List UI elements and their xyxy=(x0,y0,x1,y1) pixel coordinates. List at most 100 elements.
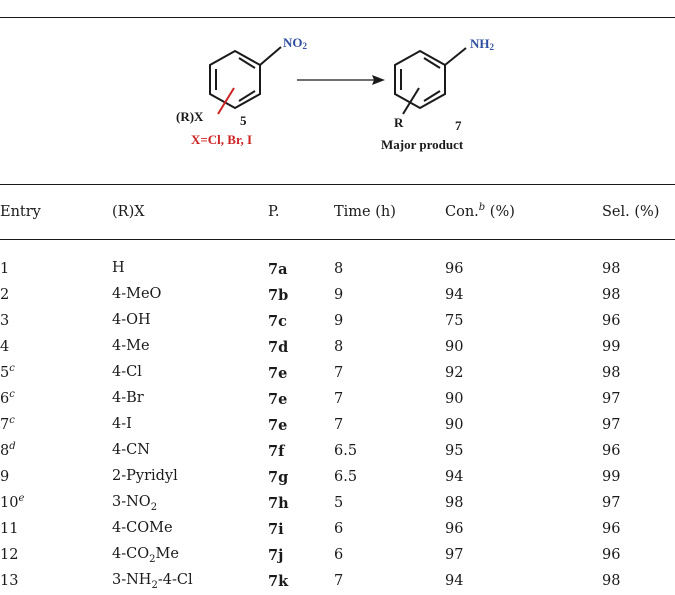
halogen-note: X=Cl, Br, I xyxy=(191,132,253,147)
header-entry: Entry xyxy=(0,204,41,220)
cell-conversion: 90 xyxy=(445,391,464,407)
cell-rx: H xyxy=(112,259,125,276)
header-selectivity: Sel. (%) xyxy=(602,204,660,220)
table-row: 12 4-CO2Me 7j 6 97 96 xyxy=(0,542,675,568)
cell-product: 7f xyxy=(268,442,285,460)
cell-entry: 8d xyxy=(0,441,16,460)
table-header-row: Entry (R)X P. Time (h) Con.b (%) Sel. (%… xyxy=(0,185,675,240)
cell-selectivity: 97 xyxy=(602,495,621,511)
product-number: 7 xyxy=(455,118,462,133)
cell-entry: 3 xyxy=(0,313,10,329)
cell-conversion: 92 xyxy=(445,365,464,381)
cell-rx: 2-Pyridyl xyxy=(112,467,178,484)
top-rule xyxy=(0,17,675,18)
cell-conversion: 96 xyxy=(445,521,464,537)
entry-footnote: c xyxy=(9,415,15,426)
product-amine-bond xyxy=(444,47,467,66)
cell-entry: 5c xyxy=(0,363,15,382)
cell-selectivity: 96 xyxy=(602,313,621,329)
product-benzene-ring xyxy=(394,47,467,115)
cell-conversion: 90 xyxy=(445,417,464,433)
cell-product: 7c xyxy=(268,312,287,330)
cell-conversion: 90 xyxy=(445,339,464,355)
header-product: P. xyxy=(268,204,280,220)
cell-selectivity: 97 xyxy=(602,391,621,407)
cell-rx: 4-Cl xyxy=(112,363,142,380)
header-time: Time (h) xyxy=(334,204,396,220)
cell-time: 7 xyxy=(334,417,344,433)
cell-entry: 12 xyxy=(0,547,19,563)
product-amine-label: NH2 xyxy=(470,36,494,52)
cell-rx: 4-Br xyxy=(112,389,144,406)
cell-conversion: 75 xyxy=(445,313,464,329)
cell-selectivity: 98 xyxy=(602,287,621,303)
cell-entry: 10e xyxy=(0,493,25,512)
cell-rx: 3-NO2 xyxy=(112,493,158,513)
cell-product: 7e xyxy=(268,364,288,382)
cell-product: 7d xyxy=(268,338,289,356)
cell-rx: 4-MeO xyxy=(112,285,162,302)
table-top-rule xyxy=(0,184,675,185)
cell-conversion: 94 xyxy=(445,469,464,485)
footnote-b: b xyxy=(478,202,486,213)
cell-time: 7 xyxy=(334,391,344,407)
cell-entry: 9 xyxy=(0,469,10,485)
cell-entry: 6c xyxy=(0,389,15,408)
cell-entry: 4 xyxy=(0,339,10,355)
cell-product: 7b xyxy=(268,286,289,304)
product-group-label: R xyxy=(394,115,404,130)
cell-time: 6 xyxy=(334,547,344,563)
cell-selectivity: 96 xyxy=(602,547,621,563)
cell-product: 7a xyxy=(268,260,288,278)
cell-selectivity: 98 xyxy=(602,573,621,589)
product-r-bond xyxy=(402,87,420,115)
cell-selectivity: 99 xyxy=(602,469,621,485)
cell-selectivity: 96 xyxy=(602,443,621,459)
cell-selectivity: 96 xyxy=(602,521,621,537)
cell-product: 7i xyxy=(268,520,284,538)
cell-time: 5 xyxy=(334,495,344,511)
cell-product: 7h xyxy=(268,494,289,512)
cell-product: 7e xyxy=(268,416,288,434)
product-caption: Major product xyxy=(381,137,464,152)
cell-rx: 3-NH2-4-Cl xyxy=(112,571,193,591)
header-conversion: Con.b (%) xyxy=(445,202,515,221)
cell-conversion: 94 xyxy=(445,287,464,303)
cell-product: 7j xyxy=(268,546,284,564)
cell-time: 9 xyxy=(334,287,344,303)
cell-rx: 4-OH xyxy=(112,311,151,328)
cell-product: 7k xyxy=(268,572,289,590)
cell-rx: 4-CO2Me xyxy=(112,545,179,565)
entry-footnote: d xyxy=(9,441,16,452)
reactant-nitro-bond xyxy=(259,46,282,66)
cell-selectivity: 98 xyxy=(602,261,621,277)
reactant-nitro-label: NO2 xyxy=(283,35,307,51)
cell-rx: 4-CN xyxy=(112,441,150,458)
reactant-group-label: (R)X xyxy=(176,109,204,124)
reaction-scheme: NO2 (R)X 5 X=Cl, Br, I NH2 R 7 Major pro… xyxy=(0,18,675,184)
cell-entry: 7c xyxy=(0,415,15,434)
cell-entry: 1 xyxy=(0,261,10,277)
cell-selectivity: 98 xyxy=(602,365,621,381)
cell-conversion: 96 xyxy=(445,261,464,277)
cell-time: 7 xyxy=(334,573,344,589)
entry-footnote: c xyxy=(9,363,15,374)
cell-rx: 4-I xyxy=(112,415,132,432)
cell-time: 6.5 xyxy=(334,443,358,459)
cell-conversion: 97 xyxy=(445,547,464,563)
entry-footnote: e xyxy=(18,493,25,504)
cell-product: 7g xyxy=(268,468,289,486)
cell-conversion: 95 xyxy=(445,443,464,459)
header-rx: (R)X xyxy=(112,204,145,220)
cell-selectivity: 99 xyxy=(602,339,621,355)
cell-entry: 13 xyxy=(0,573,19,589)
